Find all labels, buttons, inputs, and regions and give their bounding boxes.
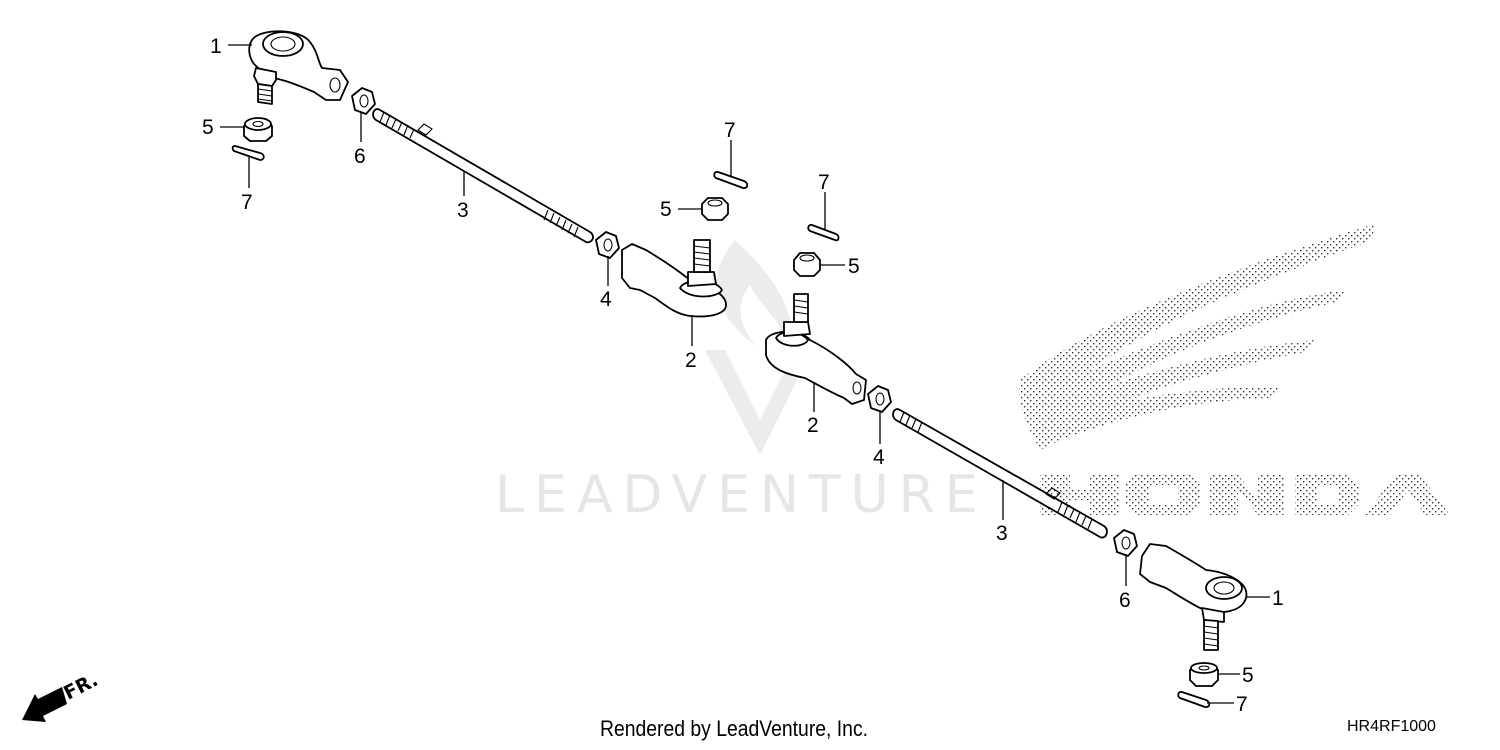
callout-labels: 1 5 7 6 3 7 5 4 2 7 5 2 4 3 6 1 5 7: [202, 35, 1284, 716]
callout-6[interactable]: 6: [354, 145, 366, 168]
part-1-tie-rod-end-left[interactable]: [248, 30, 349, 105]
leader-lines: [220, 44, 1270, 704]
callout-4[interactable]: 4: [873, 446, 885, 469]
callout-1[interactable]: 1: [1272, 587, 1284, 610]
part-5-castle-nut-right[interactable]: [1189, 662, 1219, 687]
honda-wing-watermark: [1019, 224, 1450, 515]
callout-3[interactable]: 3: [996, 522, 1008, 545]
callout-5[interactable]: 5: [660, 198, 672, 221]
part-4-lock-nut-center-left[interactable]: [595, 231, 620, 259]
watermark-brand-text: LEADVENTURE: [495, 465, 988, 525]
front-direction-arrow-icon: FR.: [22, 669, 102, 722]
callout-7[interactable]: 7: [1236, 693, 1248, 716]
part-4-lock-nut-center-right[interactable]: [867, 385, 892, 413]
callout-2[interactable]: 2: [807, 414, 819, 437]
render-credit: Rendered by LeadVenture, Inc.: [600, 716, 869, 741]
part-3-tie-rod-left[interactable]: [372, 108, 594, 244]
part-7-cotter-pin-center-right[interactable]: [807, 223, 840, 242]
part-2-tie-rod-end-inner-right[interactable]: [765, 293, 867, 405]
callout-5[interactable]: 5: [848, 255, 860, 278]
callout-4[interactable]: 4: [600, 288, 612, 311]
callout-7[interactable]: 7: [241, 191, 253, 214]
callout-1[interactable]: 1: [210, 35, 222, 58]
callout-3[interactable]: 3: [457, 199, 469, 222]
part-6-lock-nut-left[interactable]: [351, 87, 376, 115]
callout-7[interactable]: 7: [724, 119, 736, 142]
front-direction-label: FR.: [60, 669, 101, 705]
part-6-lock-nut-right[interactable]: [1113, 529, 1138, 557]
callout-6[interactable]: 6: [1119, 589, 1131, 612]
part-7-cotter-pin-center-left[interactable]: [713, 170, 749, 189]
part-7-cotter-pin-right[interactable]: [1177, 690, 1211, 708]
part-3-tie-rod-right[interactable]: [892, 408, 1108, 539]
callout-5[interactable]: 5: [1242, 664, 1254, 687]
diagram-code: HR4RF1000: [1347, 718, 1436, 735]
callout-7[interactable]: 7: [818, 171, 830, 194]
callout-5[interactable]: 5: [202, 116, 214, 139]
part-1-tie-rod-end-right[interactable]: [1139, 543, 1248, 651]
part-5-castle-nut-center-right[interactable]: [793, 252, 821, 277]
callout-2[interactable]: 2: [685, 349, 697, 372]
part-7-cotter-pin-left[interactable]: [231, 145, 265, 161]
part-5-castle-nut-left[interactable]: [243, 117, 273, 142]
leadventure-logo-watermark: [705, 240, 812, 455]
part-5-castle-nut-center-left[interactable]: [701, 197, 729, 221]
part-2-tie-rod-end-inner-left[interactable]: [621, 239, 727, 318]
